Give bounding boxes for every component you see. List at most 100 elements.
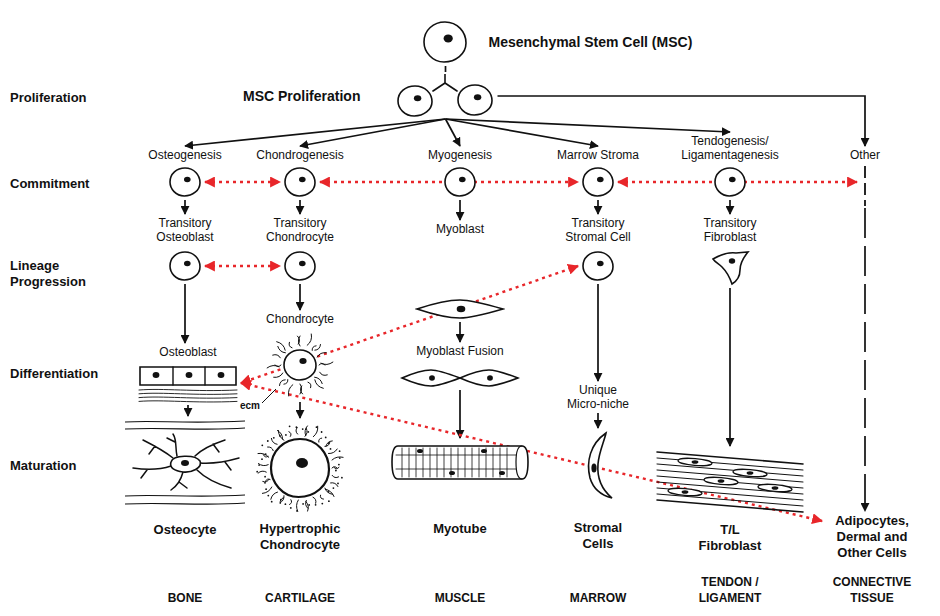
illustration-part — [271, 439, 329, 497]
illustration-part — [339, 450, 341, 452]
cell-illustration — [578, 430, 618, 500]
lineage-arrow — [729, 288, 731, 446]
illustration-part — [337, 483, 339, 485]
stage-label: Transitory Chondrocyte — [258, 216, 342, 244]
stage-label: Myogenesis — [410, 148, 510, 162]
cell-stage: Osteoblast — [133, 345, 243, 403]
illustration-part — [299, 177, 306, 183]
illustration-part — [402, 370, 460, 386]
lineage-arrow — [446, 119, 461, 146]
stage-label: Myoblast Fusion — [390, 344, 530, 358]
illustration-part — [289, 432, 291, 437]
illustration-part — [262, 487, 271, 493]
illustration-part — [329, 449, 338, 454]
stage-label: Unique Micro-niche — [563, 383, 633, 411]
illustration-part — [280, 496, 284, 503]
illustration-part — [296, 428, 298, 435]
illustration-part — [437, 448, 438, 477]
illustration-part — [678, 457, 712, 467]
illustration-part — [290, 507, 292, 509]
illustration-part — [273, 355, 281, 358]
illustration-part — [487, 375, 493, 381]
illustration-part — [597, 177, 604, 183]
illustration-part — [278, 430, 284, 440]
cell-stage: Hypertrophic Chondrocyte — [248, 420, 352, 553]
illustration-part — [338, 464, 340, 466]
stage-label: Osteocyte — [125, 522, 245, 538]
illustration-part — [327, 491, 329, 493]
illustration-part — [140, 367, 236, 385]
illustration-part — [417, 449, 423, 453]
cell-stage: Myotube — [390, 440, 530, 537]
illustration-part — [591, 463, 596, 472]
illustration-part — [299, 358, 306, 364]
cell-illustration — [390, 440, 530, 485]
illustration-part — [289, 342, 292, 348]
illustration-part — [268, 447, 274, 451]
illustration-part — [328, 500, 330, 502]
illustration-part — [299, 261, 306, 267]
cell-stage: Myoblast Fusion — [390, 344, 530, 388]
illustration-part — [125, 421, 245, 422]
illustration-part — [280, 499, 282, 501]
illustration-part — [704, 476, 738, 486]
cell-illustration — [168, 166, 202, 198]
stage-label: Marrow Stroma — [543, 148, 653, 162]
illustration-part — [335, 470, 337, 472]
cell-illustration — [138, 363, 238, 403]
illustration-part — [302, 428, 304, 430]
stage-label: Chondrocyte — [250, 312, 350, 326]
illustration-part — [290, 500, 292, 505]
stage-row-label: Maturation — [10, 458, 120, 474]
plasticity-arrow — [205, 265, 280, 267]
lineage-arrow — [185, 119, 446, 146]
cell-illustration — [655, 448, 805, 518]
illustration-part — [341, 477, 343, 479]
illustration-part — [285, 252, 315, 280]
illustration-part — [692, 460, 699, 464]
cell-illustration — [415, 298, 505, 320]
stage-label: Hypertrophic Chondrocyte — [250, 521, 350, 553]
illustration-part — [277, 342, 286, 351]
lineage-arrow — [299, 284, 301, 310]
illustration-part — [396, 455, 516, 469]
stage-label: Transitory Fibroblast — [688, 216, 772, 244]
cell-stage: Other — [840, 148, 890, 206]
illustration-part — [284, 350, 316, 380]
illustration-part — [414, 95, 421, 101]
illustration-part — [296, 510, 298, 512]
cell-stage: MSC Proliferation — [243, 74, 495, 118]
plasticity-arrow — [205, 181, 280, 183]
tissue-label: CONNECTIVE TISSUE — [822, 574, 922, 606]
tissue-label: MUSCLE — [410, 590, 510, 606]
stage-label: Osteogenesis — [135, 148, 235, 162]
stage-label: Myoblast — [410, 222, 510, 236]
cell-stage: Myogenesis — [410, 148, 510, 198]
cell-illustration — [168, 250, 202, 282]
cell-stage: Transitory Stromal Cell — [553, 216, 643, 282]
illustration-part — [481, 449, 487, 453]
illustration-part — [460, 370, 518, 386]
illustration-part — [330, 448, 332, 450]
lineage-arrow — [498, 96, 866, 146]
cell-illustration — [443, 166, 477, 198]
cell-illustration — [265, 330, 335, 400]
illustration-part — [218, 372, 225, 378]
illustration-part — [772, 486, 779, 490]
illustration-part — [184, 177, 191, 183]
illustration-part — [657, 458, 803, 470]
illustration-part — [285, 168, 315, 196]
illustration-part — [258, 464, 268, 466]
illustration-part — [409, 448, 410, 477]
illustration-part — [430, 448, 431, 477]
cell-illustration — [400, 368, 520, 388]
illustration-part — [273, 437, 275, 439]
lineage-arrow — [459, 200, 461, 220]
illustration-part — [319, 438, 322, 442]
lineage-arrow — [864, 208, 866, 511]
illustration-part — [267, 440, 269, 442]
illustration-part — [125, 503, 245, 504]
illustration-part — [398, 86, 432, 116]
illustration-part — [274, 373, 283, 377]
